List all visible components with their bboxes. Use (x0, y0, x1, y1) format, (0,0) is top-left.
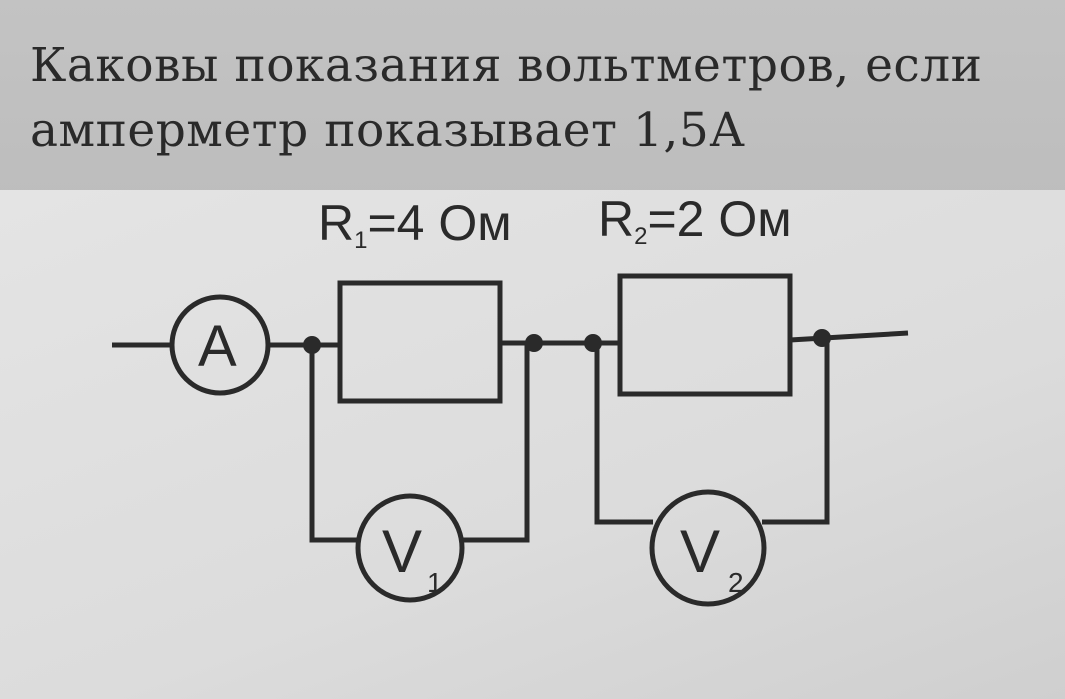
question-line-2: амперметр показывает 1,5А (30, 103, 746, 158)
voltmeter-v2-circle (649, 489, 767, 607)
junction-node (813, 329, 831, 347)
voltmeter-v1-subscript: 1 (427, 567, 443, 598)
voltmeter-v1-label: V (382, 518, 422, 585)
wire-output (789, 330, 909, 343)
paper-background-top (0, 0, 1065, 200)
wire-v2-right (762, 338, 830, 525)
r2-label: R2=2 Ом (598, 191, 792, 250)
resistor-r2 (617, 273, 793, 397)
voltmeter-v2-subscript: 2 (728, 567, 744, 598)
voltmeter-v1-circle (355, 493, 465, 603)
r1-label: R1=4 Ом (318, 195, 512, 254)
ammeter-label: A (198, 314, 237, 379)
question-line-1: Каковы показания вольтметров, если (30, 38, 983, 93)
wire-v2-left (594, 343, 653, 525)
wire-v1-right (462, 343, 530, 543)
voltmeter-v2-label: V (680, 518, 720, 585)
resistor-r1 (337, 280, 503, 404)
junction-node (303, 336, 321, 354)
wire-v1-left (309, 345, 358, 543)
paper-background-diagram (0, 190, 1065, 699)
junction-node (525, 334, 543, 352)
junction-node (584, 334, 602, 352)
